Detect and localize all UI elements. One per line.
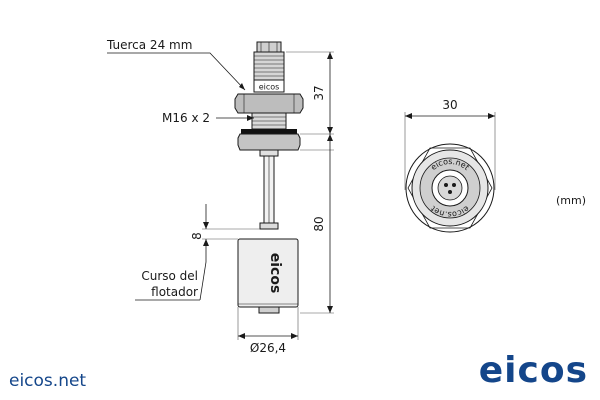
dimension-top-view-diameter: 30: [442, 98, 457, 112]
svg-text:eicos.net: eicos.net: [429, 204, 471, 219]
units-label: (mm): [556, 194, 586, 207]
top-view-ring-upper-marking: eicos.net: [429, 157, 471, 172]
callouts: Tuerca 24 mm M16 x 2 Curso del flotador: [106, 38, 254, 301]
label-stroke-line2: flotador: [151, 285, 198, 299]
svg-text:eicos.net: eicos.net: [429, 157, 471, 172]
float-marking: eicos: [267, 253, 283, 294]
side-view: eicos eicos: [234, 41, 304, 314]
dimension-float-stroke: 8: [190, 232, 204, 240]
top-view-ring-lower-marking: eicos.net: [429, 204, 471, 219]
brand-logo: eicos: [478, 350, 588, 391]
hex-nut-marking: eicos: [259, 83, 280, 92]
label-thread: M16 x 2: [162, 111, 210, 125]
dimension-stem-length: 80: [312, 216, 326, 231]
label-nut: Tuerca 24 mm: [106, 38, 192, 52]
dimension-float-diameter: Ø26,4: [250, 341, 286, 355]
dimensions-side: 37 80 8 Ø26,4: [190, 51, 334, 355]
top-view: 30 eicos.net eicos.net: [404, 98, 496, 233]
dimension-top-height: 37: [312, 85, 326, 100]
website-link[interactable]: eicos.net: [9, 371, 87, 391]
label-stroke-line1: Curso del: [141, 269, 198, 283]
